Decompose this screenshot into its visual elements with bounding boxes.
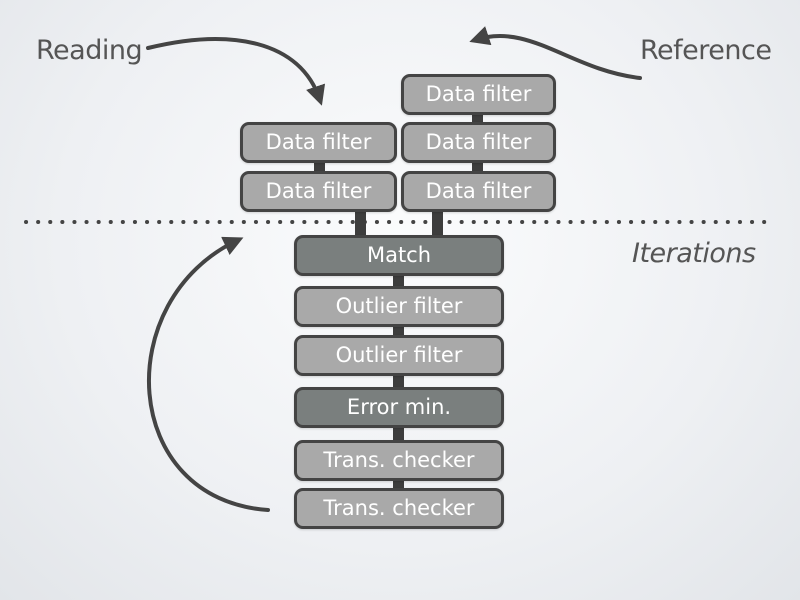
reading-arrow — [146, 37, 326, 106]
pipeline-connector-5 — [393, 478, 404, 492]
reference-arrow — [469, 26, 642, 80]
outlier-filter-1: Outlier filter — [294, 286, 504, 327]
error-min-box: Error min. — [294, 387, 504, 428]
trans-checker-2: Trans. checker — [294, 488, 504, 529]
pipeline-connector-2 — [393, 326, 404, 340]
reading-label: Reading — [36, 35, 143, 66]
trans-checker-1: Trans. checker — [294, 440, 504, 481]
iterations-label: Iterations — [632, 238, 756, 269]
reading-data-filter-1: Data filter — [240, 122, 397, 163]
reference-stack-connector-2 — [472, 160, 483, 174]
match-box: Match — [294, 235, 504, 276]
reference-connector — [432, 210, 443, 236]
reference-data-filter-3: Data filter — [401, 171, 556, 212]
reference-label: Reference — [640, 35, 772, 66]
reading-connector — [355, 210, 366, 236]
reference-stack-connector-1 — [472, 112, 483, 126]
reading-data-filter-2: Data filter — [240, 171, 397, 212]
pipeline-connector-4 — [393, 426, 404, 440]
iteration-arrow — [147, 236, 270, 512]
reference-data-filter-1: Data filter — [401, 74, 556, 115]
reading-stack-connector — [314, 160, 325, 174]
pipeline-connector-1 — [393, 274, 404, 288]
pipeline-connector-3 — [393, 374, 404, 388]
outlier-filter-2: Outlier filter — [294, 335, 504, 376]
reference-data-filter-2: Data filter — [401, 122, 556, 163]
